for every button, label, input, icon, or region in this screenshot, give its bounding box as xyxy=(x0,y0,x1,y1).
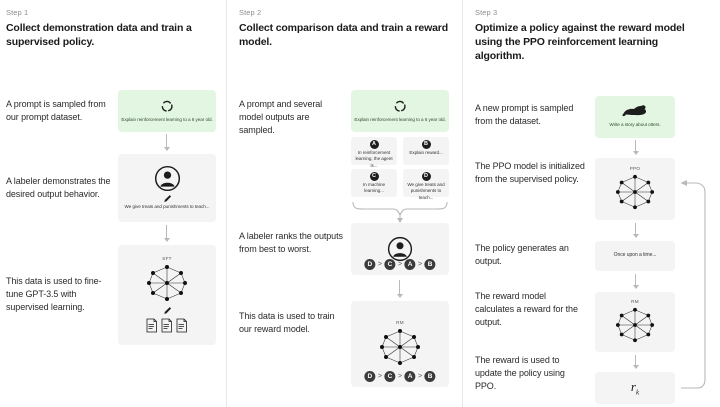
feedback-arrow-icon xyxy=(675,174,709,389)
step-3-output-caption: Once upon a time... xyxy=(613,252,657,259)
option-caption-d: We give treats and punishments to teach.… xyxy=(407,182,445,200)
documents-icon xyxy=(146,318,188,333)
step-3-arrow-2 xyxy=(632,222,639,238)
step-1-arrow-1 xyxy=(163,133,170,151)
option-badge-c: C xyxy=(369,171,379,181)
step-2-text-2: A labeler ranks the outputs from best to… xyxy=(239,230,343,254)
rank-sep-1: > xyxy=(377,260,382,268)
step-2-option-d: D We give treats and punishments to teac… xyxy=(403,168,449,200)
step-1-column: Step 1 Collect demonstration data and tr… xyxy=(0,0,226,407)
step-1-arrow-2 xyxy=(163,224,170,242)
recycle-icon xyxy=(393,99,407,113)
step-3-arrow-1 xyxy=(632,139,639,155)
step-2-labeler-node: D > C > A > B xyxy=(351,222,449,275)
step-3-arrow-4 xyxy=(632,354,639,369)
step-3-text-3: The policy generates an output. xyxy=(475,242,569,266)
step-3-text-5: The reward is used to update the policy … xyxy=(475,354,565,391)
rank-1: D xyxy=(364,258,376,270)
neural-network-icon xyxy=(611,172,659,212)
step-3-body: A new prompt is sampled from the dataset… xyxy=(463,74,720,404)
option-caption-b: Explain reward... xyxy=(409,150,443,156)
option-badge-b: B xyxy=(421,139,431,149)
step-2-ranking-bottom-row: D > C > A > B xyxy=(364,370,436,382)
step-2-column: Step 2 Collect comparison data and train… xyxy=(226,0,462,407)
step-3-rm-tag: RM xyxy=(631,298,639,304)
step-3-ppo-node: PPO xyxy=(595,157,675,220)
rank-sep-2: > xyxy=(397,260,403,268)
step-3-rm-node: RM xyxy=(595,291,675,352)
step-1-text-3: This data is used to fine-tune GPT-3.5 w… xyxy=(6,275,102,312)
step-2-title: Collect comparison data and train a rewa… xyxy=(239,22,449,48)
step-3-text-4: The reward model calculates a reward for… xyxy=(475,290,578,327)
step-3-prompt-caption: Write a story about otters. xyxy=(609,122,661,128)
pencil-icon xyxy=(163,306,172,315)
step-3-prompt-node: Write a story about otters. xyxy=(595,95,675,138)
step-2-text-3: This data is used to train our reward mo… xyxy=(239,310,335,334)
rank-bottom-2: C xyxy=(384,370,396,382)
step-2-rm-node: RM D > C xyxy=(351,300,449,387)
rank-bottom-sep-1: > xyxy=(377,372,382,380)
step-3-text-1: A new prompt is sampled from the dataset… xyxy=(475,102,574,126)
option-badge-a: A xyxy=(369,139,379,149)
recycle-icon xyxy=(160,99,174,113)
person-icon xyxy=(154,165,181,192)
step-1-labeler-caption: We give treats and punishments to teach.… xyxy=(124,204,210,210)
neural-network-icon xyxy=(375,326,425,368)
rank-sep-3: > xyxy=(418,260,423,268)
otter-icon xyxy=(622,104,648,117)
step-2-brace-connector xyxy=(351,200,449,224)
step-1-prompt-node: Explain reinforcement learning to a 6 ye… xyxy=(118,89,216,132)
step-1-text-2: A labeler demonstrates the desired outpu… xyxy=(6,175,111,199)
step-3-ppo-tag: PPO xyxy=(629,165,641,171)
neural-network-icon xyxy=(142,262,192,304)
person-icon xyxy=(387,236,413,262)
step-1-sft-node: SFT xyxy=(118,244,216,345)
step-1-sft-tag: SFT xyxy=(162,256,172,262)
step-3-title: Optimize a policy against the reward mod… xyxy=(475,22,685,62)
step-2-option-b: B Explain reward... xyxy=(403,136,449,165)
step-2-label: Step 2 xyxy=(239,8,262,17)
rank-bottom-4: B xyxy=(424,370,436,382)
step-3-text-2: The PPO model is initialized from the su… xyxy=(475,160,585,184)
reward-symbol: rk xyxy=(630,378,640,397)
step-3-reward-node: rk xyxy=(595,371,675,404)
step-2-prompt-caption: Explain reinforcement learning to a 6 ye… xyxy=(354,116,446,122)
rank-bottom-sep-3: > xyxy=(418,372,423,380)
step-1-prompt-caption: Explain reinforcement learning to a 6 ye… xyxy=(121,116,213,122)
rank-bottom-1: D xyxy=(364,370,376,382)
pencil-icon xyxy=(163,194,172,203)
rank-3: A xyxy=(404,258,416,270)
step-2-body: A prompt and several model outputs are s… xyxy=(227,60,462,390)
step-2-option-c: C In machine learning... xyxy=(351,168,397,197)
step-2-prompt-node: Explain reinforcement learning to a 6 ye… xyxy=(351,89,449,132)
neural-network-icon xyxy=(611,305,659,345)
option-caption-c: In machine learning... xyxy=(363,182,385,194)
step-2-option-a: A In reinforcement learning, the agent i… xyxy=(351,136,397,168)
option-badge-d: D xyxy=(421,171,431,181)
step-1-labeler-node: We give treats and punishments to teach.… xyxy=(118,153,216,222)
step-1-label: Step 1 xyxy=(6,8,29,17)
step-3-label: Step 3 xyxy=(475,8,498,17)
step-3-column: Step 3 Optimize a policy against the rew… xyxy=(462,0,720,407)
step-2-text-1: A prompt and several model outputs are s… xyxy=(239,98,323,135)
rank-bottom-sep-2: > xyxy=(397,372,403,380)
step-3-arrow-3 xyxy=(632,273,639,289)
step-1-body: A prompt is sampled from our prompt data… xyxy=(0,60,226,390)
rank-2: C xyxy=(384,258,396,270)
step-2-arrow-1 xyxy=(396,279,403,298)
step-1-text-1: A prompt is sampled from our prompt data… xyxy=(6,98,106,122)
step-1-title: Collect demonstration data and train a s… xyxy=(6,22,192,48)
step-3-output-node: Once upon a time... xyxy=(595,240,675,271)
option-caption-a: In reinforcement learning, the agent is.… xyxy=(355,150,393,168)
step-2-rm-tag: RM xyxy=(396,319,404,325)
step-2-ranking-row: D > C > A > B xyxy=(364,258,436,270)
rank-bottom-3: A xyxy=(404,370,416,382)
rank-4: B xyxy=(424,258,436,270)
